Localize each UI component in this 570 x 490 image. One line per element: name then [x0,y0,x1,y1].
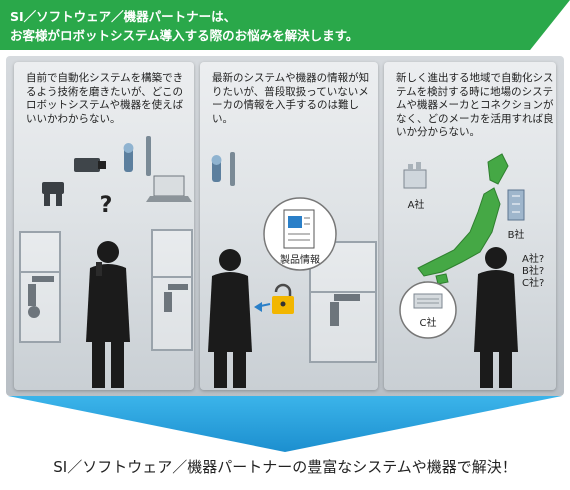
robot-cell-left [19,231,61,343]
businessman-figure [86,241,130,388]
header-line-2: お客様がロボットシステム導入する際のお悩みを解決します。 [10,28,359,43]
pen-sensor-icon [146,136,151,176]
question-c: C社? [522,276,544,289]
panel-3-illustration: A社 B社 C社 A社? B社? C社? [399,153,544,388]
probe-icon [230,152,235,186]
header-banner: SI／ソフトウェア／機器パートナーは、 お客様がロボットシステム導入する際のお悩… [0,0,570,50]
panel-1-illustration: ? [19,136,193,388]
laptop-icon [146,175,192,202]
robot-arm-icon [330,294,360,326]
question-b: B社? [522,264,544,277]
panel-2-illustration: 製品情報 [208,152,377,388]
robot-arm-right-icon [164,284,188,312]
sensor-icon [211,155,222,182]
gripper-icon [42,182,64,206]
businessman-figure [474,247,518,388]
company-c-bubble [399,281,457,339]
company-b-label: B社 [508,228,525,241]
solution-text: SI／ソフトウェア／機器パートナーの豊富なシステムや機器で解決！ [53,458,517,476]
down-arrow-icon [8,396,562,452]
panel-2-text: 最新のシステムや機器の情報が知りたいが、普段取扱っていないメーカの情報を入手する… [212,72,370,125]
header-line-1: SI／ソフトウェア／機器パートナーは、 [10,9,237,24]
company-a-label: A社 [408,198,425,211]
panel-3-text: 新しく進出する地域で自動化システムを検討する時に地場のシステムや機器メーカとコネ… [396,72,554,138]
lock-icon [272,283,294,314]
robot-arm-left-icon [28,276,54,318]
document-label: 製品情報 [280,253,320,266]
camera-icon [74,158,106,172]
panel-problem-3: A社 B社 C社 A社? B社? C社? 新しく進出する地域で自動化システムを検… [384,62,556,390]
businessman-figure [208,249,252,388]
sensor-icon [123,143,134,172]
question-mark: ? [100,193,113,218]
company-c-label: C社 [420,316,437,329]
company-b-building-icon [507,189,525,221]
panel-problem-2: 製品情報 最新のシステムや機器の情報が知りたいが、普段取扱っていないメーカの情報… [200,62,378,390]
company-a-building-icon [403,162,427,189]
panel-1-text: 自前で自動化システムを構築できるよう技術を磨きたいが、どこのロボットシステムや機… [26,72,184,125]
company-c-building-icon [413,293,443,309]
panel-problem-1: ? 自前で自動化システムを構築できるよう技術を磨きたいが、どこのロボットシステム… [14,62,194,390]
document-icon [283,209,315,249]
question-a: A社? [522,252,544,265]
